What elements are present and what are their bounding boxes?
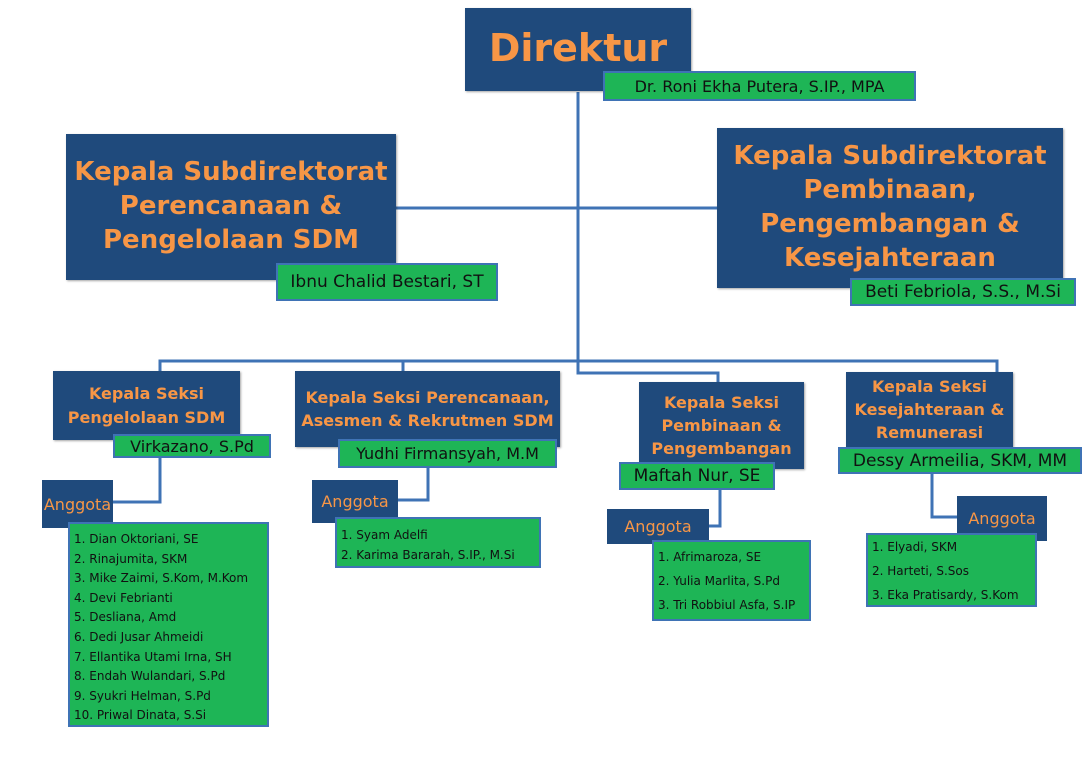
seksi-1-anggota-label: Anggota [42, 480, 113, 528]
member-item: 9. Syukri Helman, S.Pd [74, 688, 211, 703]
member-item: 3. Mike Zaimi, S.Kom, M.Kom [74, 571, 249, 586]
seksi-1-members: 1. Dian Oktoriani, SE 2. Rinajumita, SKM… [68, 522, 269, 727]
member-item: 2. Karima Bararah, S.IP., M.Si [341, 548, 515, 562]
member-item: 2. Yulia Marlita, S.Pd [658, 574, 780, 588]
member-item: 7. Ellantika Utami Irna, SH [74, 649, 232, 664]
member-item: 1. Dian Oktoriani, SE [74, 532, 199, 546]
seksi-4-members: 1. Elyadi, SKM 2. Harteti, S.Sos 3. Eka … [866, 533, 1037, 607]
member-item: 1. Afrimaroza, SE [658, 550, 762, 564]
direktur-name: Dr. Roni Ekha Putera, S.IP., MPA [603, 71, 916, 101]
member-item: 3. Eka Pratisardy, S.Kom [872, 588, 1019, 602]
member-item: 2. Rinajumita, SKM [74, 551, 188, 566]
subdir-left-name: Ibnu Chalid Bestari, ST [276, 263, 498, 301]
member-item: 2. Harteti, S.Sos [872, 564, 969, 578]
connector-anggota-1 [113, 456, 162, 504]
seksi-1-box: Kepala Seksi Pengelolaan SDM [53, 371, 240, 440]
member-item: 10. Priwal Dinata, S.Si [74, 708, 207, 723]
seksi-2-name: Yudhi Firmansyah, M.M [338, 439, 557, 468]
direktur-title: Direktur [488, 26, 668, 70]
seksi-4-title: Kepala Seksi Kesejahteraan & Remunerasi [854, 376, 1005, 443]
seksi-3-box: Kepala Seksi Pembinaan & Pengembangan [639, 382, 804, 469]
member-item: 3. Tri Robbiul Asfa, S.IP [658, 598, 796, 612]
member-item: 5. Desliana, Amd [74, 610, 177, 625]
member-item: 1. Elyadi, SKM [872, 540, 958, 554]
seksi-4-name: Dessy Armeilia, SKM, MM [838, 447, 1082, 474]
subdir-right-box: Kepala Subdirektorat Pembinaan, Pengemba… [717, 128, 1063, 288]
connector-anggota-2 [398, 468, 430, 502]
seksi-3-title: Kepala Seksi Pembinaan & Pengembangan [651, 392, 792, 459]
seksi-1-title: Kepala Seksi Pengelolaan SDM [67, 384, 226, 427]
connector-anggota-3 [709, 488, 722, 528]
subdir-right-name: Beti Febriola, S.S., M.Si [850, 278, 1076, 306]
subdir-left-title: Kepala Subdirektorat Perencanaan & Penge… [74, 157, 388, 255]
member-item: 8. Endah Wulandari, S.Pd [74, 669, 226, 684]
member-item: 1. Syam Adelfi [341, 528, 428, 542]
seksi-3-anggota-label: Anggota [607, 509, 709, 544]
subdir-right-title: Kepala Subdirektorat Pembinaan, Pengemba… [733, 141, 1047, 273]
connector-seksi-3 [576, 361, 720, 383]
seksi-4-box: Kepala Seksi Kesejahteraan & Remunerasi [846, 372, 1013, 447]
member-item: 4. Devi Febrianti [74, 590, 173, 605]
seksi-3-members: 1. Afrimaroza, SE 2. Yulia Marlita, S.Pd… [652, 540, 811, 621]
member-item: 6. Dedi Jusar Ahmeidi [74, 629, 204, 644]
subdir-left-box: Kepala Subdirektorat Perencanaan & Penge… [66, 134, 396, 280]
seksi-2-anggota-label: Anggota [312, 480, 398, 523]
seksi-2-box: Kepala Seksi Perencanaan, Asesmen & Rekr… [295, 371, 560, 447]
seksi-2-title: Kepala Seksi Perencanaan, Asesmen & Rekr… [301, 387, 554, 430]
seksi-3-name: Maftah Nur, SE [619, 462, 775, 490]
seksi-1-name: Virkazano, S.Pd [113, 434, 271, 458]
connector-anggota-4 [930, 472, 958, 519]
seksi-2-members: 1. Syam Adelfi 2. Karima Bararah, S.IP.,… [335, 517, 541, 568]
